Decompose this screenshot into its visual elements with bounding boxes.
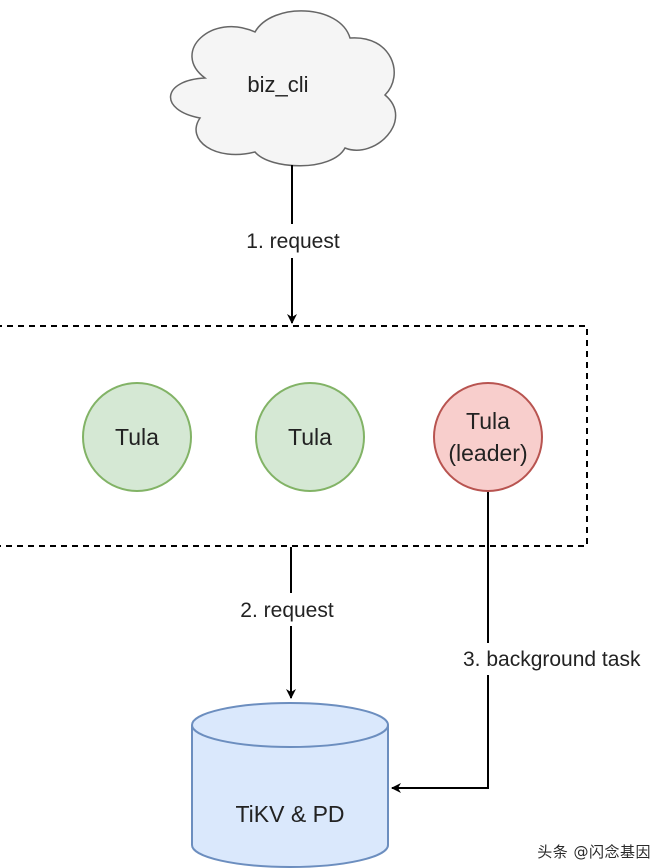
client-label: biz_cli [247, 72, 308, 97]
tula-leader-label-line2: (leader) [448, 440, 527, 466]
tula-leader-circle [433, 382, 543, 492]
tula-node-2: Tula [255, 382, 365, 492]
tula-leader-label-line1: Tula [466, 408, 510, 434]
tula-leader-node: Tula (leader) [433, 382, 543, 492]
storage-label: TiKV & PD [235, 801, 344, 827]
storage-cylinder: TiKV & PD [191, 702, 389, 868]
tula-node-1: Tula [82, 382, 192, 492]
cloud-shape [169, 10, 397, 167]
cylinder-body [191, 725, 389, 868]
tula-node-1-circle [82, 382, 192, 492]
edge-request-2: 2. request [240, 547, 334, 699]
edge-background-task: 3. background task [391, 492, 641, 793]
tula-node-2-label: Tula [288, 424, 332, 450]
edge-request-1: 1. request [246, 165, 340, 324]
edge-label-background-task: 3. background task [463, 648, 641, 671]
tula-node-1-label: Tula [115, 424, 159, 450]
edge-line-3b [391, 675, 489, 793]
tula-node-2-circle [255, 382, 365, 492]
client-cloud: biz_cli [169, 10, 397, 167]
edge-label-request-2: 2. request [240, 599, 334, 622]
edge-label-request-1: 1. request [246, 230, 340, 253]
cylinder-top [191, 702, 389, 748]
watermark-text: 头条 @闪念基因 [537, 843, 651, 861]
